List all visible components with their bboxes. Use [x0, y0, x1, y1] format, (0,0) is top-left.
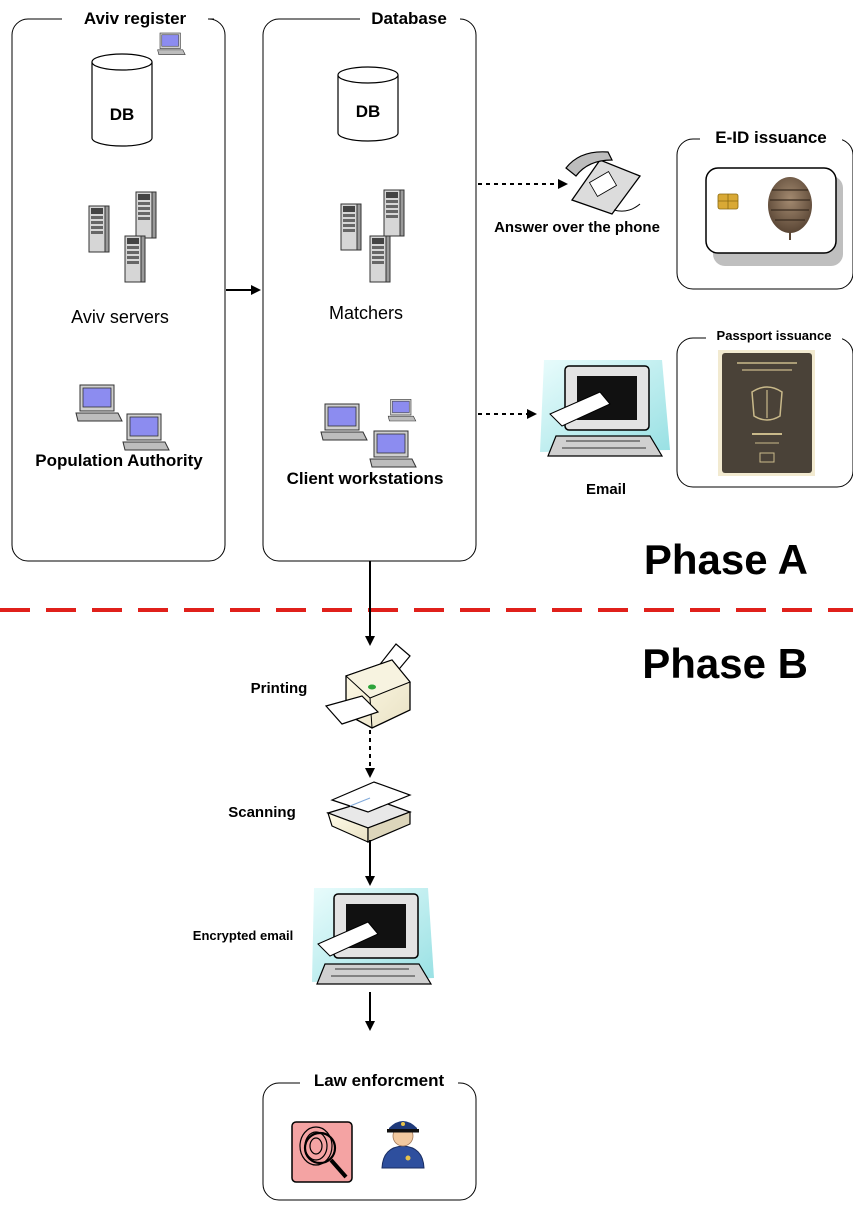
aviv-register-group: Aviv register DB Aviv servers Population…	[11, 9, 226, 562]
police-officer-icon	[381, 1121, 425, 1169]
smart-card-icon	[705, 167, 843, 266]
email-computer-icon	[540, 360, 670, 457]
passport-issuance-group: Passport issuance	[676, 328, 853, 488]
scanner-icon	[325, 781, 412, 843]
eid-issuance-group: E-ID issuance	[676, 128, 853, 290]
email-computer-icon	[312, 888, 434, 985]
client-workstations-label: Client workstations	[287, 469, 444, 488]
telephone-icon	[565, 151, 642, 215]
phase-b-label: Phase B	[642, 640, 808, 687]
passport-issuance-title: Passport issuance	[717, 328, 832, 343]
database-icon	[337, 66, 399, 142]
database-title: Database	[371, 9, 447, 28]
database-group: Database DB Matchers Client workstations	[262, 9, 477, 562]
scanning-label: Scanning	[228, 804, 296, 821]
encrypted-email-label: Encrypted email	[193, 928, 293, 943]
aviv-register-title: Aviv register	[84, 9, 187, 28]
aviv-servers-label: Aviv servers	[71, 307, 169, 327]
law-enforcement-title: Law enforcment	[314, 1071, 445, 1090]
printer-icon	[324, 643, 411, 729]
printing-label: Printing	[251, 680, 308, 697]
db-label: DB	[110, 105, 135, 124]
db-label: DB	[356, 102, 381, 121]
email-channel-label: Email	[586, 481, 626, 498]
phase-a-label: Phase A	[644, 536, 808, 583]
database-icon	[91, 53, 153, 147]
law-enforcement-group: Law enforcment	[262, 1071, 477, 1201]
eid-issuance-title: E-ID issuance	[715, 128, 827, 147]
matchers-label: Matchers	[329, 303, 403, 323]
phone-channel-label: Answer over the phone	[494, 219, 660, 236]
fingerprint-icon	[291, 1121, 353, 1183]
population-authority-label: Population Authority	[35, 451, 203, 470]
passport-icon	[718, 350, 815, 476]
